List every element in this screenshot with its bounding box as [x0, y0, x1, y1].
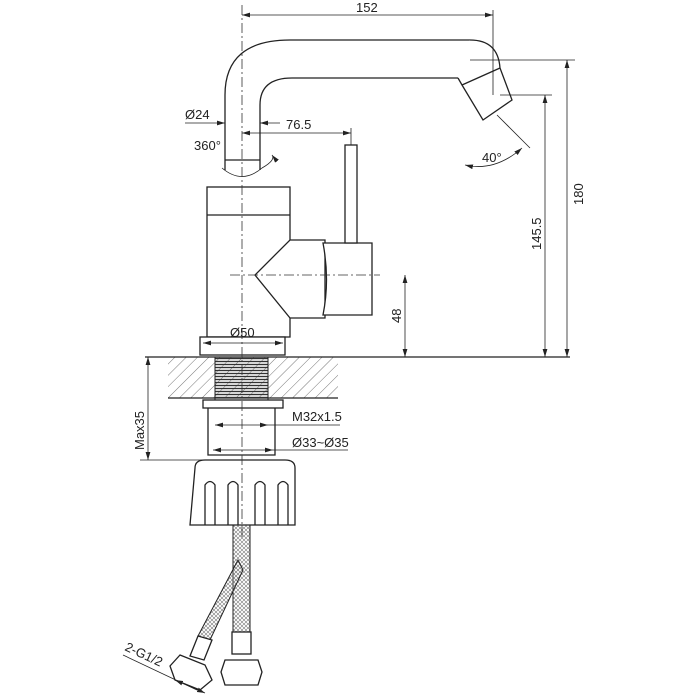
label-outlet-angle: 40° — [482, 150, 502, 165]
label-outlet-height: 145.5 — [529, 217, 544, 250]
label-total-height: 180 — [571, 183, 586, 205]
body — [199, 144, 373, 356]
mounting-nut — [189, 459, 296, 526]
label-swivel: 360° — [194, 138, 221, 153]
label-base-diameter: Ø50 — [230, 325, 255, 340]
label-max-deck: Max35 — [132, 411, 147, 450]
hoses — [169, 524, 263, 691]
label-handle-offset: 76.5 — [286, 117, 311, 132]
label-hole-diameter: Ø33~Ø35 — [292, 435, 349, 450]
countertop — [145, 356, 570, 456]
spout — [224, 39, 513, 170]
label-spout-reach: 152 — [356, 0, 378, 15]
label-handle-height: 48 — [389, 309, 404, 323]
label-pipe-diameter: Ø24 — [185, 107, 210, 122]
label-thread: M32x1.5 — [292, 409, 342, 424]
dimension-lines — [122, 10, 575, 694]
